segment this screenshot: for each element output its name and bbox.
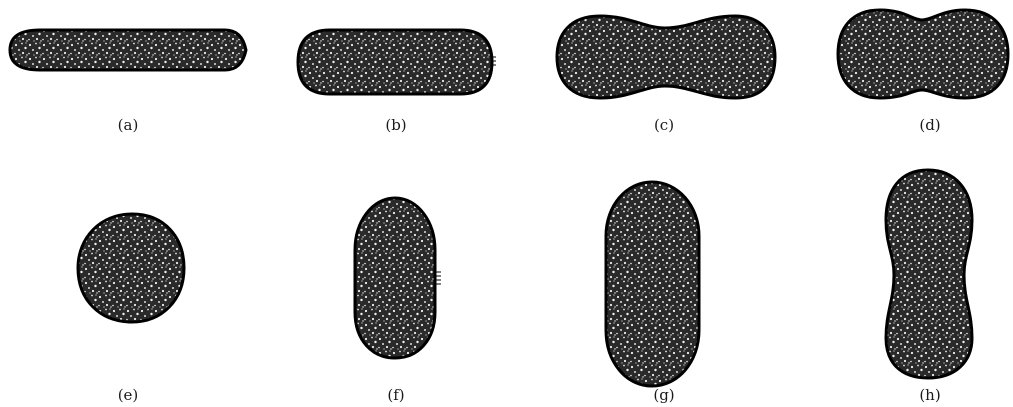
- caption-a: (a): [88, 116, 168, 134]
- panel-f-shape: [355, 198, 435, 358]
- caption-f: (f): [356, 386, 436, 404]
- caption-e: (e): [88, 386, 168, 404]
- panel-a-shape: [10, 30, 246, 70]
- panel-c-shape: [557, 16, 775, 98]
- caption-h: (h): [890, 386, 970, 404]
- panel-h-shape: [886, 170, 972, 378]
- panel-f-edge-ticks: [436, 272, 441, 284]
- panel-e-shape: [78, 214, 184, 322]
- caption-c: (c): [624, 116, 704, 134]
- panel-b-shape: [298, 30, 492, 94]
- caption-d: (d): [890, 116, 970, 134]
- panel-g-shape: [606, 182, 699, 386]
- panel-d-shape: [838, 10, 1008, 98]
- caption-b: (b): [356, 116, 436, 134]
- caption-g: (g): [624, 386, 704, 404]
